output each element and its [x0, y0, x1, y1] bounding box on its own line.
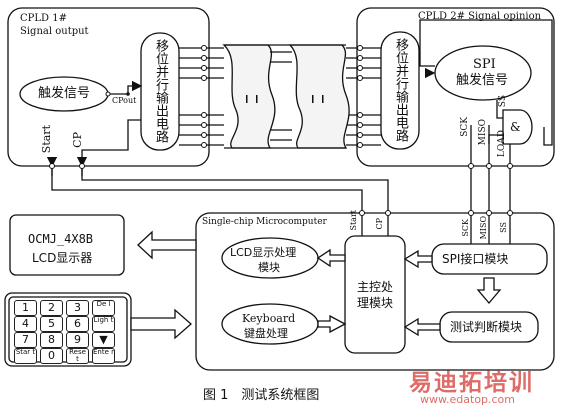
lcd-proc-label-1: LCD显示处理	[230, 246, 297, 259]
cpld2-sck-label: SCK	[460, 117, 470, 137]
kbd-proc-label-2: 键盘处理	[244, 327, 288, 340]
watermark-logo: 易迪拓培训	[409, 370, 534, 396]
lcd-model: OCMJ_4X8B	[28, 232, 94, 246]
watermark-url: www.edatop.com	[420, 393, 515, 406]
cpld1-title: CPLD 1#	[20, 13, 67, 24]
cpld2-miso-label: MISO	[478, 119, 488, 146]
cpld1-box	[7, 7, 210, 167]
mcu-start-label: Start	[349, 210, 358, 231]
shift-block-2	[380, 31, 420, 150]
main-ctrl-label: 主控处理模块	[356, 280, 393, 310]
keypad-key[interactable]: Ente r	[92, 348, 115, 364]
keypad-key[interactable]: 5	[40, 316, 63, 332]
lcd-proc-label-2: 模块	[258, 261, 280, 274]
cpld1-start-label: Start	[40, 125, 53, 154]
keypad-key[interactable]: 4	[14, 316, 37, 332]
keypad-key[interactable]: 3	[66, 300, 89, 316]
and-gate-label: &	[510, 120, 521, 134]
mcu-ss-label: SS	[499, 222, 508, 233]
mcu-box	[195, 212, 555, 371]
test-module-label: 测试判断模块	[450, 320, 523, 334]
keypad-key[interactable]: Star t	[14, 348, 37, 364]
mcu-cp-label: CP	[375, 218, 384, 230]
keypad-key[interactable]: 1	[14, 300, 37, 316]
cpld1-subtitle: Signal output	[20, 26, 89, 37]
cpout-label: CPout	[112, 96, 137, 105]
figure-caption: 图 1 测试系统框图	[203, 388, 320, 403]
cpld2-ss-label: SS	[498, 95, 508, 108]
mcu-miso-label: MISO	[479, 216, 488, 240]
spi-trigger-label-1: SPI	[473, 57, 496, 72]
cpld1-cp-label: CP	[71, 132, 84, 148]
keypad-key[interactable]: ▼	[92, 332, 115, 348]
spi-trigger-label-2: 触发信号	[456, 73, 509, 88]
shift-block-1	[140, 32, 180, 151]
keypad-key[interactable]: 0	[40, 348, 63, 364]
cpld2-load-label: LOAD	[497, 130, 507, 158]
keypad-key[interactable]: 2	[40, 300, 63, 316]
cpld2-title: CPLD 2# Signal opinion	[418, 11, 542, 22]
kbd-proc-label-1: Keyboard	[242, 312, 296, 325]
lcd-name: LCD显示器	[32, 251, 93, 265]
trigger-label: 触发信号	[38, 86, 91, 101]
mcu-title: Single-chip Microcomputer	[202, 217, 327, 227]
keypad-key[interactable]: 8	[40, 332, 63, 348]
keypad-key[interactable]: Ligh t	[92, 316, 115, 332]
keypad-key[interactable]: 6	[66, 316, 89, 332]
and-gate	[502, 109, 533, 145]
shift-block-2-label: 移位并行输出电路	[393, 38, 408, 142]
spi-module-label: SPI接口模块	[442, 252, 509, 266]
keypad-key[interactable]: 9	[66, 332, 89, 348]
keypad-key[interactable]: De l	[92, 300, 115, 316]
cpld2-box	[356, 7, 555, 167]
mcu-sck-label: SCK	[461, 219, 470, 237]
keypad-key[interactable]: 7	[14, 332, 37, 348]
shift-block-1-label: 移位并行输出电路	[153, 39, 168, 143]
lcd-box	[9, 214, 125, 276]
keypad-key[interactable]: Rese t	[66, 348, 89, 364]
